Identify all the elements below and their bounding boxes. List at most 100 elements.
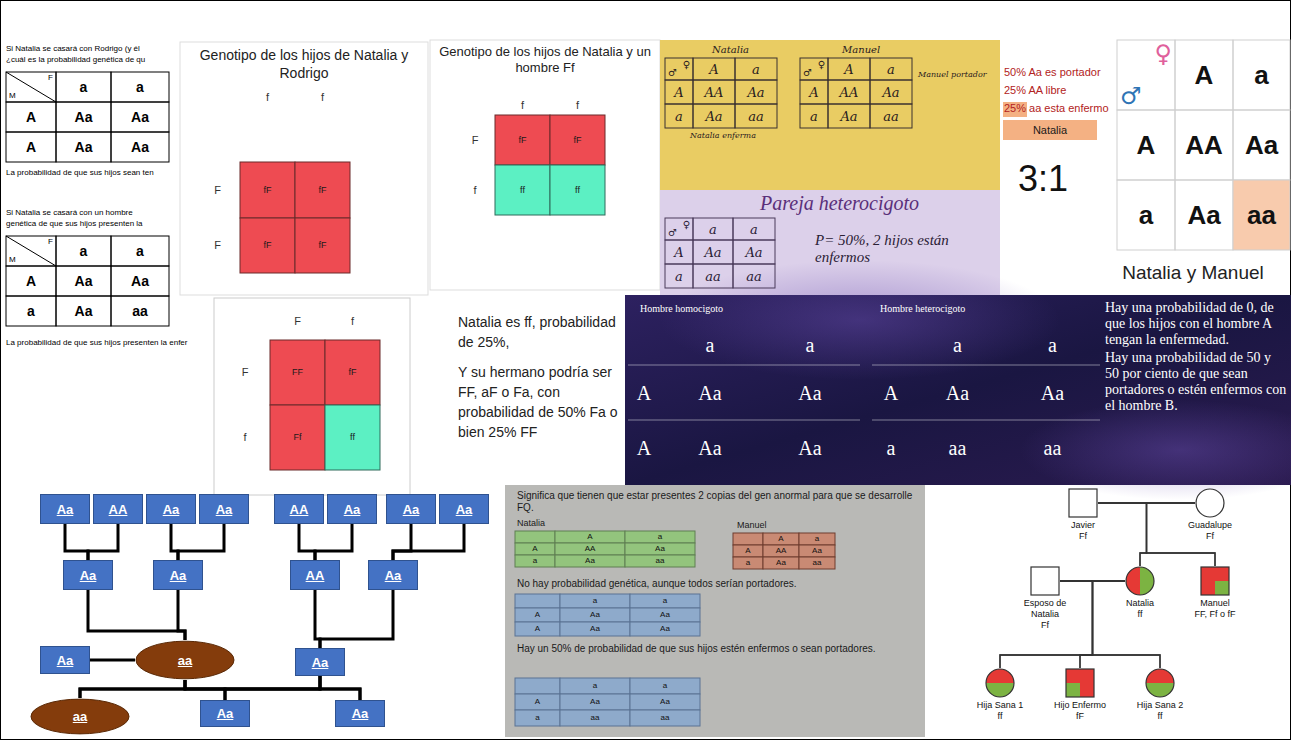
table-cell-text: fF <box>264 241 272 250</box>
table-cell-text: M <box>9 92 16 100</box>
table-cell-text: a <box>810 110 818 123</box>
table-cell-text: a <box>663 597 667 605</box>
table-cell-text: fF <box>319 186 327 195</box>
label-holder: Aa <box>760 420 860 475</box>
table-cell <box>665 264 693 288</box>
person-text: Manuel <box>1180 598 1250 609</box>
table-cell <box>560 694 630 710</box>
person-text: Esposo de Natalia <box>1013 598 1077 620</box>
pedigree-line <box>1098 503 1147 566</box>
table-cell <box>515 694 560 710</box>
genotype-box: AA <box>290 560 340 590</box>
label-holder: aa <box>111 296 169 326</box>
table-cell-text: F <box>472 135 479 146</box>
diagonal-divider <box>6 236 56 266</box>
label-holder: aa <box>910 420 1005 475</box>
table-cell-text: f <box>351 316 354 327</box>
label-holder: Genotipo de los hijos de Natalia y un ho… <box>432 44 658 76</box>
slide-panel <box>180 42 428 295</box>
label-holder: F <box>270 310 325 332</box>
table-cell <box>763 545 799 557</box>
table-cell-text: Aa <box>776 559 786 567</box>
pedigree-symbol-part <box>1066 683 1080 697</box>
table-cell <box>240 162 295 218</box>
label-holder: aa <box>630 710 700 726</box>
table-cell <box>295 218 350 273</box>
label-holder: A <box>515 622 560 636</box>
table-cell <box>828 104 870 128</box>
table-cell-text: fF <box>319 241 327 250</box>
table-cell <box>735 80 777 104</box>
label-holder: a <box>1233 40 1290 110</box>
table-cell-text: Aa <box>131 274 149 288</box>
label-holder: A <box>515 694 560 710</box>
genotype-box: Aa <box>40 494 90 524</box>
table-cell <box>515 555 555 567</box>
table-cell-text: a <box>27 304 35 318</box>
person-label: Hija Sana 2ff <box>1125 700 1195 722</box>
table-cell <box>1175 110 1233 180</box>
label-holder: La probabilidad de que sus hijos sean te… <box>6 168 154 177</box>
table-cell <box>693 218 733 240</box>
pedigree-symbol-part <box>1069 489 1097 517</box>
table-cell <box>665 240 693 264</box>
highlight-text: Natalia <box>1033 124 1067 136</box>
table-cell-text: f <box>473 185 476 196</box>
label-holder: aa <box>1005 420 1100 475</box>
table-cell <box>111 132 169 162</box>
label-holder: A <box>1175 40 1233 110</box>
table-cell-text: Ff <box>294 433 302 442</box>
pedigree-line <box>1140 503 1195 566</box>
table-cell <box>828 58 870 80</box>
label-holder: A <box>6 266 56 296</box>
table-cell <box>800 58 828 80</box>
table-cell <box>630 678 700 694</box>
label-holder: f <box>295 86 350 108</box>
table-cell-text: a <box>752 63 760 76</box>
genotype-box: Aa <box>200 700 250 727</box>
table-cell-text: aa <box>746 270 762 283</box>
table-cell-text: a <box>80 244 88 258</box>
table-cell-text: Aa <box>1245 132 1278 158</box>
table-cell <box>111 72 169 102</box>
table-cell <box>6 132 56 162</box>
note-text: Hay una probabilidad de 0, de que los hi… <box>1105 300 1274 347</box>
table-cell-text: Aa <box>75 140 93 154</box>
label-holder: Natalia <box>517 518 545 528</box>
label-holder: Aa <box>111 132 169 162</box>
label-holder: Aa <box>870 80 912 104</box>
highlight-box: Natalia <box>1003 120 1097 140</box>
table-cell-text: A <box>778 535 783 543</box>
pedigree-symbol-part <box>1201 567 1229 595</box>
table-cell <box>800 80 828 104</box>
label-holder: AA <box>693 80 735 104</box>
table-cell-text: Aa <box>1041 383 1064 403</box>
note-text: Si Natalia se casará con un hombre <box>6 208 133 217</box>
genotype-text: AA <box>109 502 128 517</box>
label-holder: Aa <box>630 608 700 622</box>
label-holder: a <box>910 325 1005 365</box>
label-holder: a <box>800 104 828 128</box>
table-cell <box>630 608 700 622</box>
genotype-text: Aa <box>57 653 74 668</box>
genotype-box: Aa <box>368 560 418 590</box>
table-cell <box>515 710 560 726</box>
table-cell <box>6 236 56 266</box>
genotype-text: Aa <box>344 502 361 517</box>
table-cell <box>799 533 835 545</box>
table-cell <box>1233 180 1290 250</box>
label-holder: aa <box>870 104 912 128</box>
table-cell-text: aa <box>883 110 899 123</box>
table-cell-text: f <box>521 100 524 111</box>
table-cell-text: M <box>9 256 16 264</box>
label-holder: aa <box>1233 180 1290 250</box>
label-holder: Aa <box>630 694 700 710</box>
table-cell-text: A <box>26 140 36 154</box>
table-cell-text: A <box>532 545 537 553</box>
table-cell <box>665 58 693 80</box>
table-cell <box>550 165 605 215</box>
label-holder: fF <box>550 115 605 165</box>
table-cell <box>665 104 693 128</box>
label-holder: Natalia enferma <box>690 131 756 140</box>
label-holder: ff <box>550 165 605 215</box>
